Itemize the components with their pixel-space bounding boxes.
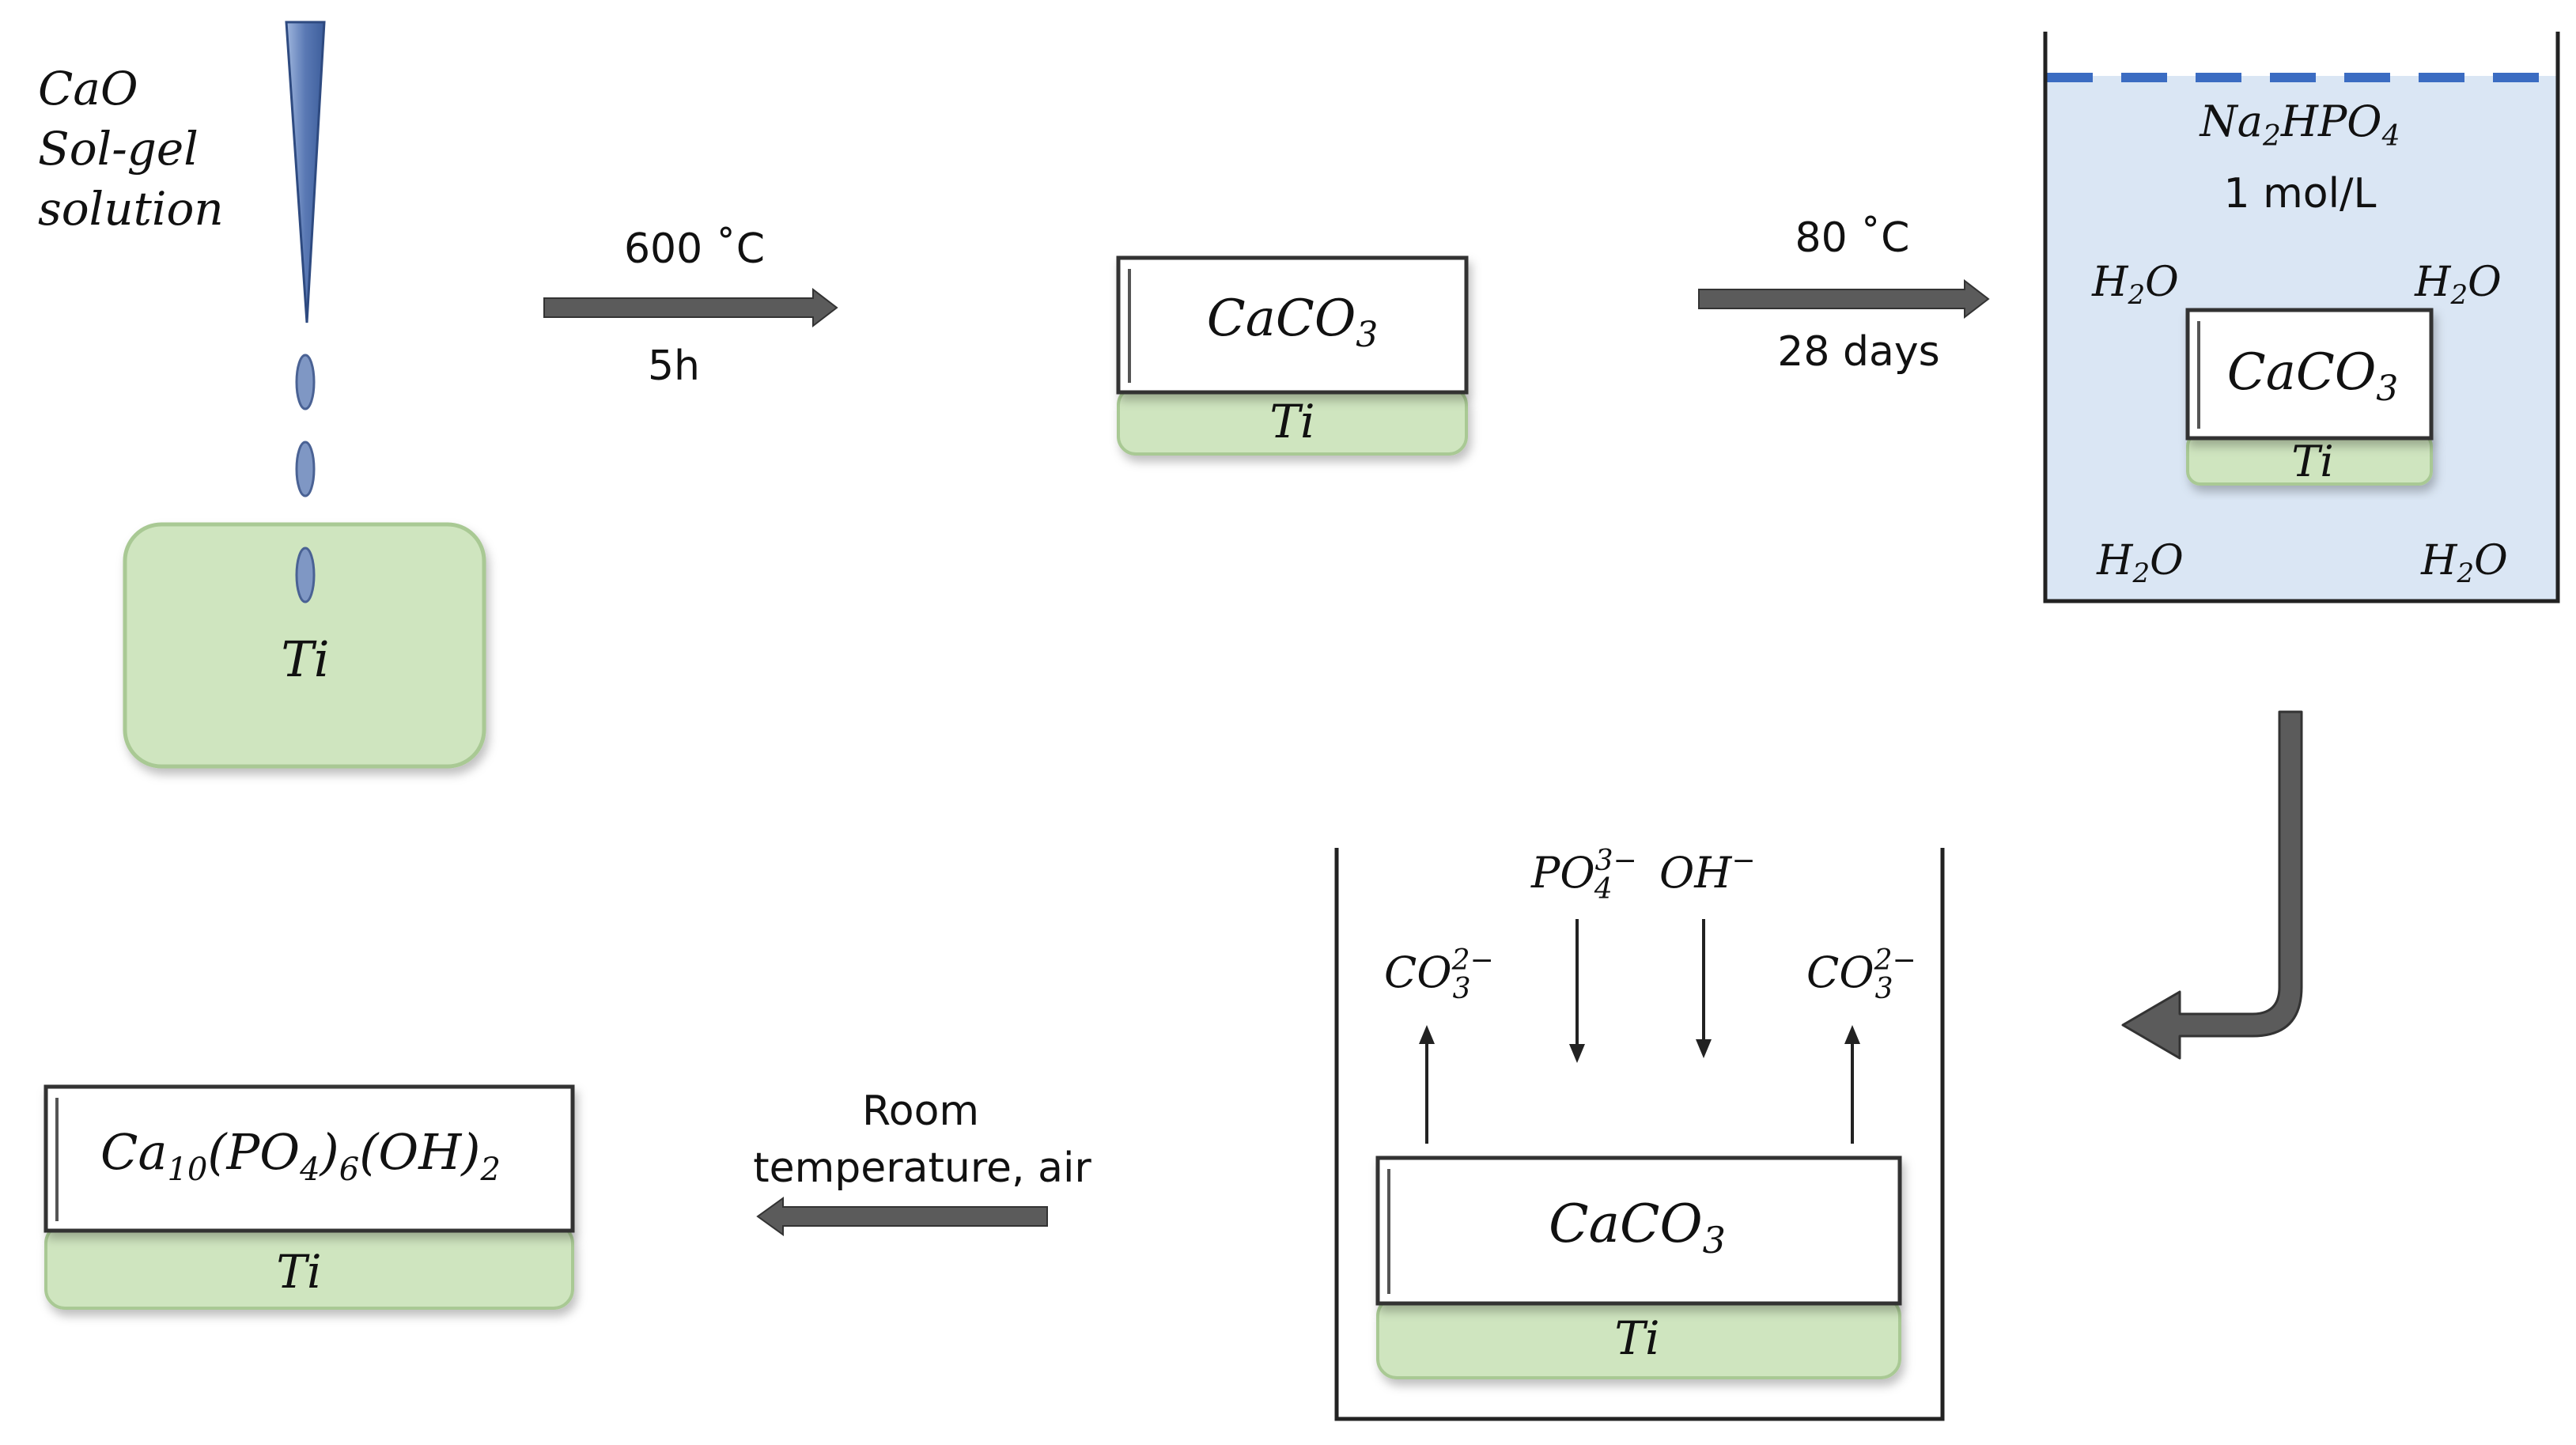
arrow3-label-line1: Room [862,1088,979,1135]
step3-beaker-group: Na2HPO4 1 mol/L H2O H2O H2O H2O CaCO3 Ti [2043,32,2560,603]
water-label: H2O [2420,537,2508,589]
arrow2-group: 80 ˚C 28 days [1698,214,1990,376]
water-label: H2O [2091,259,2179,311]
ti-substrate-block [123,522,486,769]
arrow1-group: 600 ˚C 5h [543,225,838,390]
ion-flow-arrows [1419,919,1860,1144]
ion-label-phosphate: PO3−4 [1530,845,1637,906]
arrow2-top-label: 80 ˚C [1795,214,1909,262]
beaker-outline [2043,32,2560,603]
pipette-icon [285,21,326,323]
substrate-label: Ti [2291,437,2333,486]
process-arrow-icon [543,287,838,328]
solution-label-line2: Sol-gel [38,122,199,176]
ion-label-carbonate: CO2−3 [1384,944,1494,1005]
coating-label: Ca10(PO4)6(OH)2 [100,1123,501,1188]
arrow3-label-line2: temperature, air [753,1144,1091,1192]
process-arrow-icon [756,1197,1048,1236]
caco3-coating-layer [1116,255,1469,395]
substrate-label: Ti [276,1245,321,1299]
step5-group: Ca10(PO4)6(OH)2 Ti [44,1084,575,1310]
bent-arrow-group [2121,710,2303,1060]
process-arrow-icon [1698,278,1990,320]
coating-label: CaCO3 [1549,1193,1726,1262]
droplet-icon [295,354,316,410]
caco3-coating-layer [2185,308,2434,441]
droplet-icon [295,441,316,497]
water-label: H2O [2414,259,2502,311]
step4-beaker-group: PO3−4 OH− CO2−3 CO2−3 CaCO3 Ti [1334,845,1945,1421]
solution-name: Na2HPO4 [2199,96,2400,153]
solution-label-line3: solution [38,182,224,236]
arrow2-bottom-label: 28 days [1777,328,1939,376]
beaker-outline [1334,848,1945,1421]
arrow3-group: Room temperature, air [753,1088,1091,1236]
arrow1-bottom-label: 5h [648,342,700,390]
step2-group: CaCO3 Ti [1116,255,1469,456]
caco3-coating-layer [1375,1156,1902,1306]
hydroxyapatite-coating-layer [44,1084,575,1233]
coating-label: CaCO3 [1207,289,1379,355]
droplet-icon [295,547,316,603]
ion-label-carbonate: CO2−3 [1806,944,1916,1005]
solution-concentration: 1 mol/L [2223,170,2376,218]
process-arrow-icon [2121,710,2303,1060]
coating-label: CaCO3 [2227,343,2399,409]
water-label: H2O [2096,537,2184,589]
arrow1-top-label: 600 ˚C [624,225,765,273]
ion-label-hydroxide: OH− [1659,845,1756,898]
substrate-label: Ti [281,630,329,688]
substrate-label: Ti [1614,1311,1659,1365]
step1-group: CaO Sol-gel solution Ti [38,21,486,769]
solution-label-line1: CaO [38,62,138,115]
substrate-label: Ti [1269,395,1314,448]
